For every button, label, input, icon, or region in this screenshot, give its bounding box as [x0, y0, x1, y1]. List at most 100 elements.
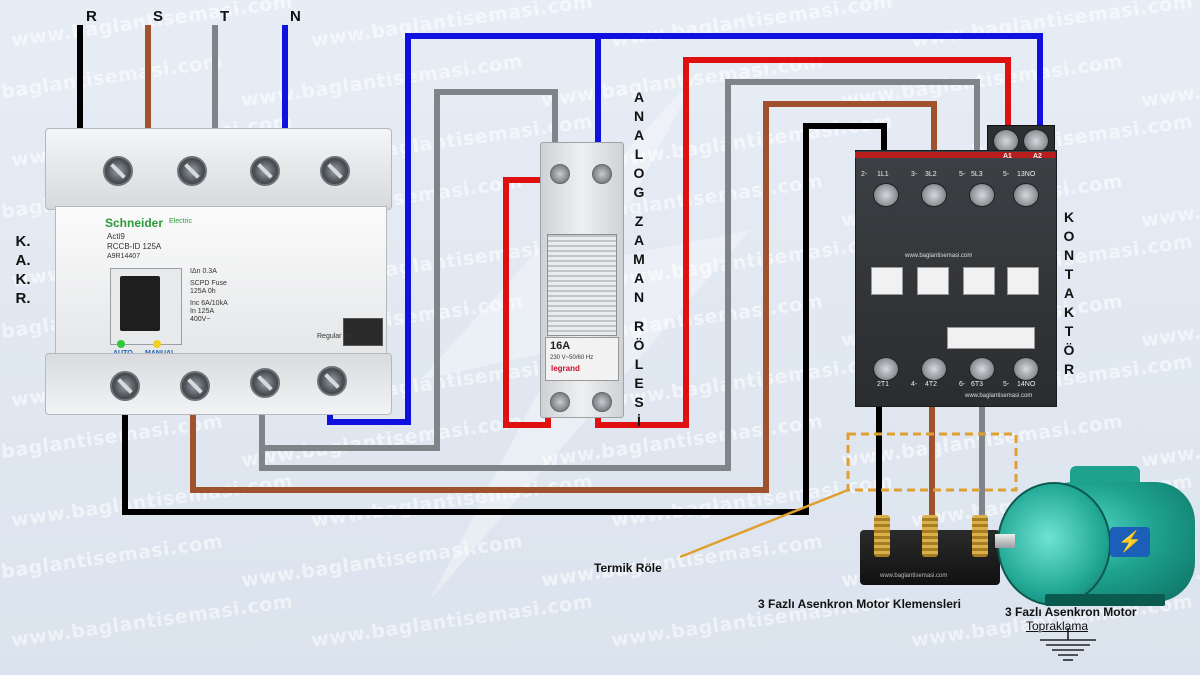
phase-label-t: T: [220, 8, 230, 25]
bottom-term-label: 14NO: [1017, 381, 1036, 388]
bottom-term-label: 2T1: [877, 381, 890, 388]
wire-n-out: [327, 33, 1043, 425]
timer-label-gap: [628, 307, 650, 317]
contactor-device: A1 A2 2- 1L1 3- 3L2 5- 5L3 5- 13NO www.b…: [855, 125, 1057, 407]
timer-brand: legrand: [551, 364, 580, 373]
termik-pointer: [679, 488, 849, 559]
contactor-website: www.baglantisemasi.com: [905, 253, 973, 259]
rccb-spec-inc: Inc 6A/10kA: [190, 300, 228, 307]
timer-label-char: R: [633, 318, 645, 334]
top-term-label: 1L1: [877, 171, 889, 178]
top-num: 3-: [911, 171, 918, 178]
rccb-test-button[interactable]: [343, 318, 383, 346]
timer-label-char: A: [633, 232, 645, 248]
rccb-brand: Schneider: [105, 216, 164, 230]
timer-label-char: L: [634, 356, 644, 372]
klemens-caption: 3 Fazlı Asenkron Motor Klemensleri: [758, 597, 961, 611]
rccb-screw-top: [250, 156, 280, 186]
timer-screw-top: [550, 164, 570, 184]
contactor-label-char: O: [1063, 228, 1075, 244]
rccb-spec-idn: IΔn 0.3A: [190, 268, 217, 275]
terminal-post: [874, 515, 890, 557]
side-char: K.: [15, 233, 31, 250]
termik-role-box: [846, 432, 1018, 492]
coil-a2-label: A2: [1033, 153, 1042, 160]
timer-vertical-label: A N A L O G Z A M A N R Ö L E S İ: [628, 88, 650, 431]
rccb-model: RCCB-ID 125A: [107, 242, 162, 251]
timer-label-char: N: [633, 289, 645, 305]
rccb-subbrand: Electric: [169, 218, 192, 225]
rccb-screw-bottom: [250, 368, 280, 398]
contact-window: [963, 267, 995, 295]
contact-window: [1007, 267, 1039, 295]
timer-label-plate: 16A 230 V~50/60 Hz legrand: [545, 337, 619, 381]
rccb-device: Schneider Electric Acti9 RCCB-ID 125A A9…: [45, 128, 392, 415]
side-char: R.: [15, 290, 31, 307]
rccb-spec-fuse: SCPD Fuse: [190, 280, 227, 287]
rccb-screw-top: [103, 156, 133, 186]
timer-label-char: G: [633, 184, 645, 200]
contactor-label-char: T: [1064, 266, 1074, 282]
lightning-icon: ⚡: [1110, 527, 1150, 557]
rccb-series: Acti9: [107, 232, 125, 241]
timer-label-char: A: [633, 270, 645, 286]
timer-label-char: A: [633, 127, 645, 143]
timer-label-char: Z: [634, 213, 644, 229]
terminal-post: [922, 515, 938, 557]
motor-caption: 3 Fazlı Asenkron Motor: [1005, 605, 1137, 619]
bottom-num: 6-: [959, 381, 966, 388]
contactor-label-char: A: [1063, 285, 1075, 301]
timer-screw-top: [592, 164, 612, 184]
motor-foot: [1045, 594, 1165, 606]
timer-label-char: A: [633, 89, 645, 105]
timer-dial[interactable]: [547, 234, 617, 336]
wire-r-out: [122, 123, 887, 515]
timer-label-char: L: [634, 146, 644, 162]
timer-label-char: O: [633, 165, 645, 181]
analog-timer-device: 16A 230 V~50/60 Hz legrand: [540, 142, 624, 418]
timer-label-char: Ö: [633, 337, 645, 353]
rccb-part: A9R14407: [107, 253, 141, 260]
terminal-1l1: [873, 183, 899, 207]
timer-screw-bottom: [550, 392, 570, 412]
contactor-red-band: [855, 152, 1055, 158]
contact-window: [871, 267, 903, 295]
terminal-14no: [1013, 357, 1039, 381]
termik-role-caption: Termik Röle: [594, 561, 662, 575]
timer-label-gap: [628, 202, 650, 212]
three-phase-motor: ⚡: [995, 462, 1200, 612]
contactor-label-char: K: [1063, 304, 1075, 320]
rccb-toggle-lever[interactable]: [120, 276, 160, 331]
wire-s-out: [190, 101, 937, 493]
top-num: 5-: [1003, 171, 1010, 178]
rccb-side-label: K. A. K. R.: [10, 232, 36, 308]
contact-window: [917, 267, 949, 295]
rccb-regular-label: Regular test: [317, 333, 355, 340]
rccb-spec-fuse2: 125A 0h: [190, 288, 216, 295]
wire-t-contactor: [259, 79, 980, 471]
timer-label-char: S: [634, 394, 644, 410]
auto-led-icon: [117, 340, 125, 348]
coil-terminal-a2: [1023, 129, 1049, 153]
timer-screw-bottom: [592, 392, 612, 412]
rccb-screw-bottom: [110, 371, 140, 401]
terminal-block-website: www.baglantisemasi.com: [880, 573, 948, 579]
manual-led-icon: [153, 340, 161, 348]
timer-rating: 16A: [550, 340, 571, 352]
bottom-term-label: 6T3: [971, 381, 984, 388]
terminal-5l3: [969, 183, 995, 207]
timer-voltage: 230 V~50/60 Hz: [550, 355, 594, 361]
topraklama-caption: Topraklama: [1026, 619, 1089, 633]
top-term-label: 3L2: [925, 171, 937, 178]
timer-label-char: İ: [637, 413, 641, 429]
rccb-screw-top: [320, 156, 350, 186]
rccb-spec-in: In 125A: [190, 308, 215, 315]
phase-label-s: S: [153, 8, 164, 25]
wire-t-timer: [259, 89, 558, 451]
ground-icon: [1040, 628, 1096, 661]
timer-label-char: N: [633, 108, 645, 124]
contactor-website-bottom: www.baglantisemasi.com: [965, 393, 1033, 399]
contactor-label-plate: [947, 327, 1035, 349]
wire-timer-red-right: [595, 57, 1011, 428]
rccb-spec-volt: 400V~: [190, 316, 211, 323]
